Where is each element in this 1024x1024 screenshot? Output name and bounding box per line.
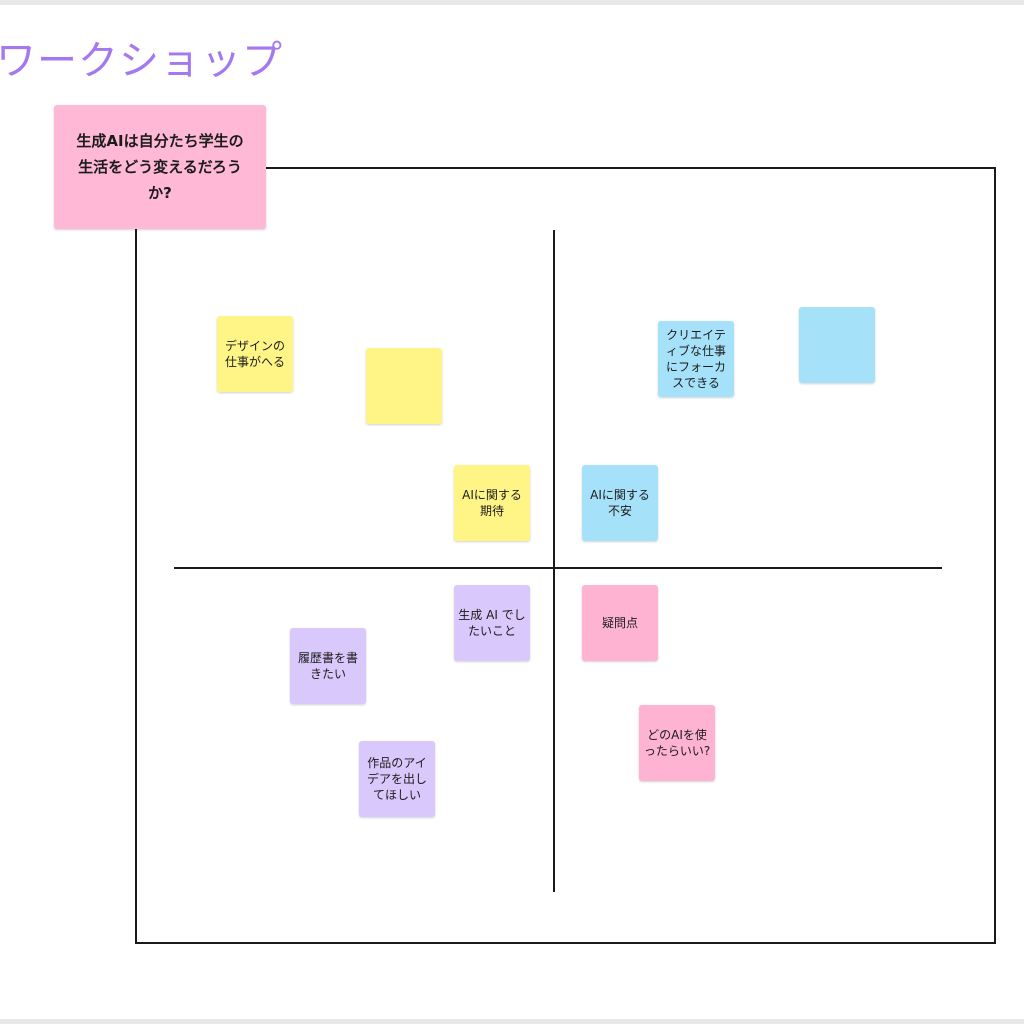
sticky-note-text: 履歴書を書きたい: [297, 651, 358, 681]
sticky-note-resume[interactable]: 履歴書を書きたい: [290, 628, 366, 704]
page-title[interactable]: ワークショップ: [0, 38, 283, 84]
sticky-note-text: デザインの仕事がへる: [224, 339, 285, 369]
sticky-note-blank-blue[interactable]: [799, 307, 875, 383]
bottom-bar: [0, 1019, 1024, 1024]
sticky-note-creative-focus[interactable]: クリエイティブな仕事にフォーカスできる: [658, 321, 734, 397]
sticky-note-design-jobs[interactable]: デザインの仕事がへる: [217, 316, 293, 392]
sticky-note-art-ideas[interactable]: 作品のアイデアを出してほしい: [359, 741, 435, 817]
main-question-note[interactable]: 生成AIは自分たち学生の生活をどう変えるだろうか?: [54, 105, 266, 229]
top-bar: [0, 0, 1024, 5]
sticky-note-which-ai[interactable]: どのAIを使ったらいい?: [639, 705, 715, 781]
sticky-note-text: 生成 AI でしたいこと: [458, 608, 526, 638]
sticky-note-questions[interactable]: 疑問点: [582, 585, 658, 661]
sticky-note-ai-expectation[interactable]: AIに関する期待: [454, 465, 530, 541]
sticky-note-want-to-do[interactable]: 生成 AI でしたいこと: [454, 585, 530, 661]
main-question-text: 生成AIは自分たち学生の生活をどう変えるだろうか?: [76, 132, 244, 202]
sticky-note-blank-yellow[interactable]: [366, 348, 442, 424]
sticky-note-text: クリエイティブな仕事にフォーカスできる: [665, 328, 726, 390]
board-frame[interactable]: [135, 167, 996, 944]
sticky-note-text: 疑問点: [601, 616, 638, 630]
sticky-note-text: 作品のアイデアを出してほしい: [366, 756, 427, 802]
sticky-note-text: AIに関する期待: [462, 488, 522, 518]
sticky-note-text: AIに関する不安: [590, 488, 650, 518]
sticky-note-text: どのAIを使ったらいい?: [643, 728, 711, 758]
sticky-note-ai-anxiety[interactable]: AIに関する不安: [582, 465, 658, 541]
vertical-axis-line[interactable]: [553, 230, 555, 892]
horizontal-axis-line[interactable]: [174, 567, 942, 569]
